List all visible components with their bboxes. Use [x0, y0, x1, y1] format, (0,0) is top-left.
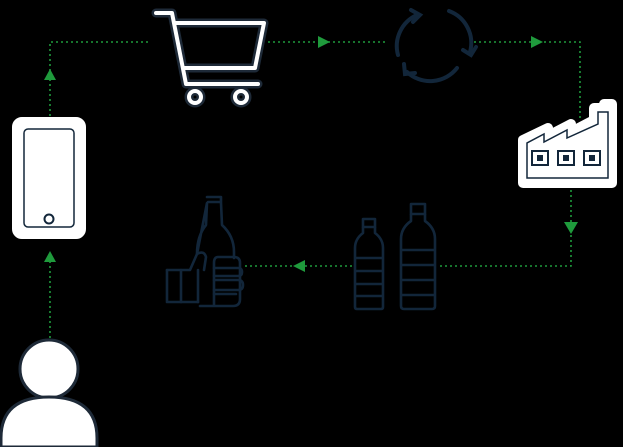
plastic-bottles-icon [353, 202, 437, 311]
smartphone-icon [12, 117, 86, 239]
glass-bottle-icon [195, 195, 236, 260]
large-bottle-icon [399, 202, 437, 311]
arrowhead-right-recycle-to-factory [531, 36, 543, 48]
arrowhead-up-to-phone [44, 251, 56, 262]
arrowhead-down-factory-to-bottles [564, 222, 578, 234]
connector-recycle-to-factory [474, 41, 581, 120]
arrowhead-left-bottles-to-hand [293, 260, 305, 272]
arrowheads [44, 36, 578, 272]
connector-phone-to-cart [49, 41, 150, 116]
recycle-arrows-icon [394, 8, 478, 84]
connector-lines [49, 41, 581, 338]
arrowhead-right-cart-to-recycle [318, 36, 330, 48]
shopping-cart-icon [151, 8, 269, 108]
factory-icon [518, 99, 617, 188]
arrowhead-up-from-phone [44, 69, 56, 80]
hand-holding-bottle-icon [165, 195, 245, 308]
connector-factory-to-bottles [437, 190, 572, 267]
small-bottle-icon [353, 217, 385, 311]
person-icon [0, 338, 99, 447]
